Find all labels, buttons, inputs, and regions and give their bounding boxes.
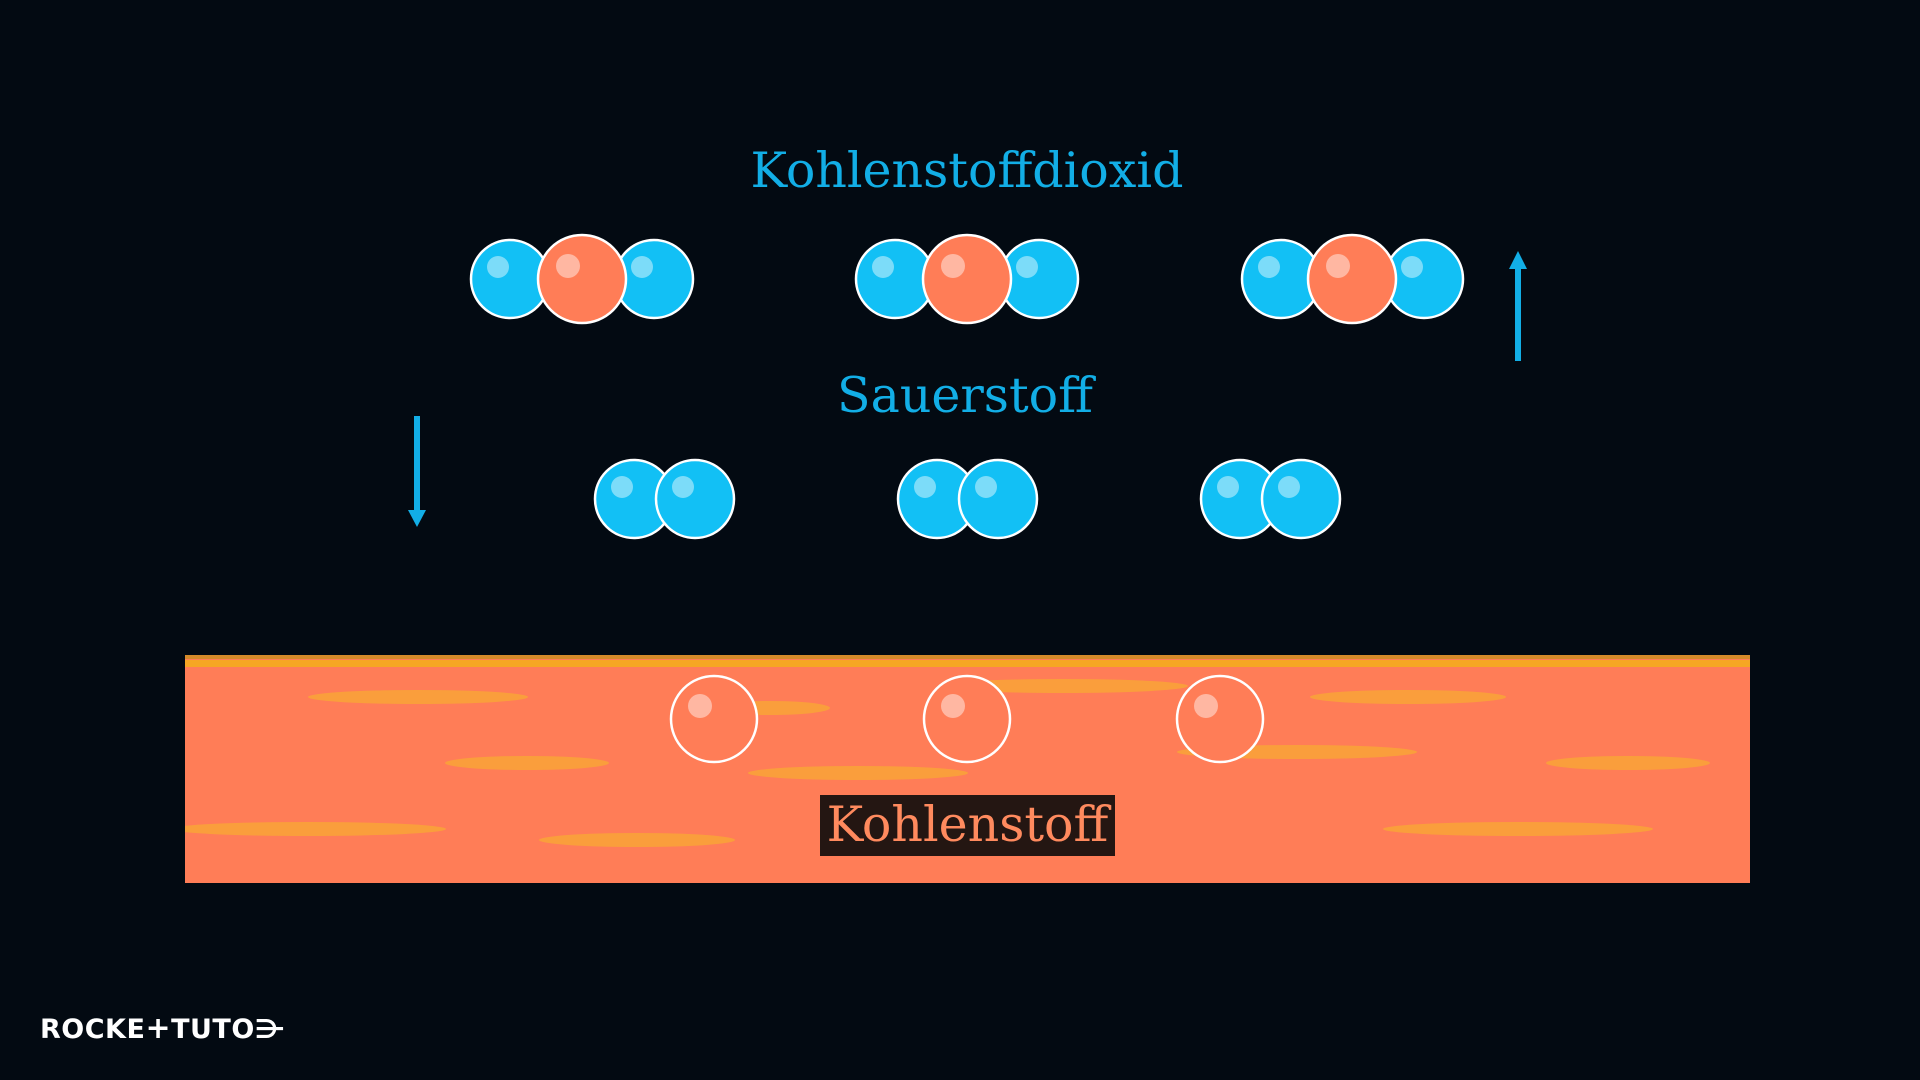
co2-molecule [854,233,1080,325]
o2-molecules [593,458,1342,540]
arrow-down-icon [408,416,426,527]
slab-top-shade [185,655,1750,659]
rocket-tutor-logo: ROCKE+TUTO⋺ [40,1011,286,1046]
o2-molecule [1199,458,1342,540]
carbon-atoms [669,674,1265,764]
co2-molecules [469,233,1465,325]
o2-molecule [896,458,1039,540]
co2-label: Kohlenstoffdioxid [750,142,1184,199]
carbon-atom [669,674,759,764]
co2-molecule [1240,233,1465,325]
carbon-label: Kohlenstoff [820,795,1115,856]
o2-molecule [593,458,736,540]
carbon-atom [922,674,1012,764]
co2-molecule [469,233,695,325]
carbon-atom [1175,674,1265,764]
arrow-up-icon [1509,251,1527,361]
slab-top-stripe [185,660,1750,667]
o2-label: Sauerstoff [837,367,1093,424]
